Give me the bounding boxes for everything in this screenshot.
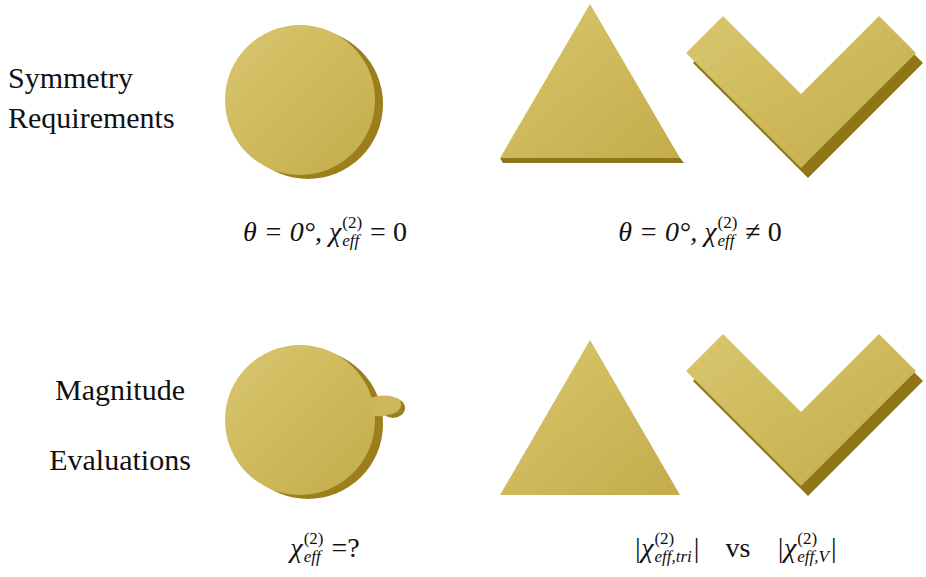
disk-with-defect [225, 345, 405, 499]
formula: θ = 0°, χ(2)eff = 0 [243, 214, 407, 250]
row-heading: Symmetry Requirements [8, 58, 208, 138]
subscript: eff [342, 232, 359, 250]
script-stack: (2)eff [342, 214, 362, 250]
math-text: | [694, 534, 700, 562]
row-heading: Magnitude Evaluations [20, 355, 220, 495]
superscript: (2) [654, 530, 674, 548]
script-stack: (2)eff,V [797, 530, 829, 566]
triangle-shape [500, 340, 680, 495]
formula: |χ(2)eff,tri|vs|χ(2)eff,V| [633, 530, 836, 566]
math-text: vs [725, 534, 750, 562]
script-stack: (2)eff [304, 530, 324, 566]
superscript: (2) [342, 214, 362, 232]
v-shape [686, 334, 923, 496]
subscript: eff [717, 232, 734, 250]
math-text: =? [331, 534, 359, 562]
math-text: χ [290, 534, 302, 562]
script-stack: (2)eff [717, 214, 737, 250]
v-shape [686, 16, 923, 178]
math-text: ≠ 0 [745, 218, 781, 246]
subscript: eff,V [797, 548, 829, 566]
subscript: eff [304, 548, 321, 566]
formula: θ = 0°, χ(2)eff ≠ 0 [618, 214, 781, 250]
superscript: (2) [717, 214, 737, 232]
disk-shape [225, 25, 383, 179]
triangle-shape [500, 4, 684, 163]
math-text: θ = 0°, χ [243, 218, 341, 246]
formula: χ(2)eff =? [290, 530, 359, 566]
superscript: (2) [304, 530, 324, 548]
script-stack: (2)eff,tri [654, 530, 691, 566]
superscript: (2) [797, 530, 817, 548]
math-text: |χ [633, 534, 653, 562]
math-text: = 0 [370, 218, 407, 246]
math-text: θ = 0°, χ [618, 218, 716, 246]
math-text: | [831, 534, 837, 562]
math-text: |χ [776, 534, 796, 562]
subscript: eff,tri [654, 548, 691, 566]
